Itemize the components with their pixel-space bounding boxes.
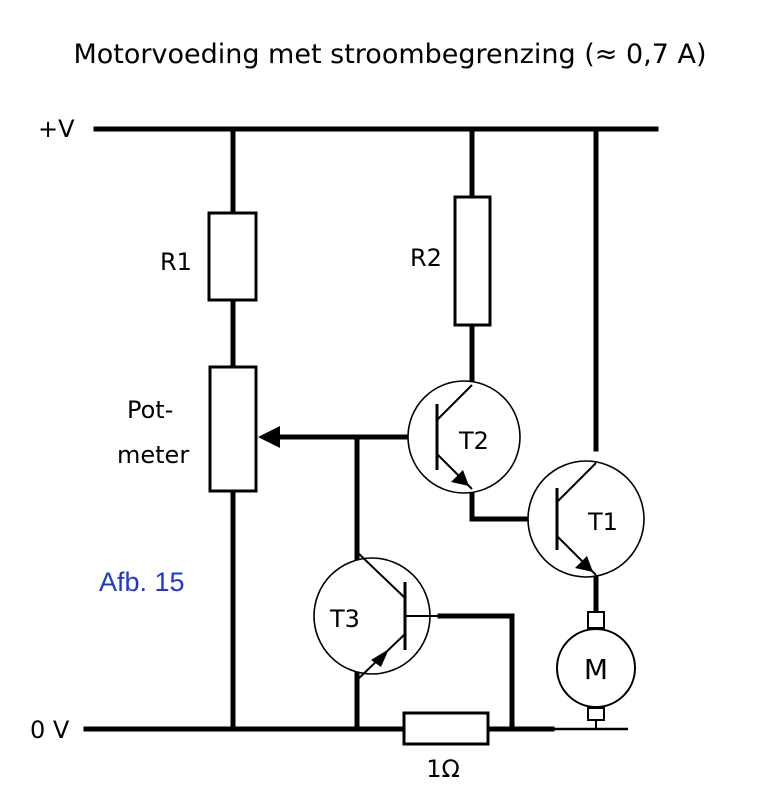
potentiometer-label-line2: meter: [117, 441, 189, 469]
potentiometer-wiper: [258, 426, 408, 448]
transistor-t2: [407, 380, 521, 494]
figure-label: Afb. 15: [99, 567, 185, 597]
transistor-t1-label: T1: [587, 508, 618, 536]
resistor-r1: [207, 211, 258, 302]
transistor-t2-label: T2: [458, 427, 489, 455]
transistor-t3-label: T3: [329, 605, 360, 633]
ground-rail-label: 0 V: [30, 716, 70, 744]
diagram-title: Motorvoeding met stroombegrenzing (≈ 0,7…: [73, 39, 706, 70]
transistor-t1: [527, 460, 645, 578]
transistor-t3: [313, 551, 440, 681]
resistor-r2: [453, 195, 492, 327]
resistor-r2-label: R2: [410, 244, 442, 272]
motor-label: M: [584, 653, 608, 686]
t2-emitter-to-t1-base-wire: [469, 488, 535, 522]
motor: [556, 611, 636, 729]
t3-collector-to-shunt-wire: [437, 613, 515, 732]
positive-rail-label: +V: [38, 115, 75, 143]
potentiometer: [208, 365, 258, 493]
resistor-r1-label: R1: [160, 248, 192, 276]
shunt-resistor: [402, 711, 490, 746]
shunt-resistor-label: 1Ω: [426, 755, 460, 783]
potentiometer-label-line1: Pot-: [127, 396, 173, 424]
